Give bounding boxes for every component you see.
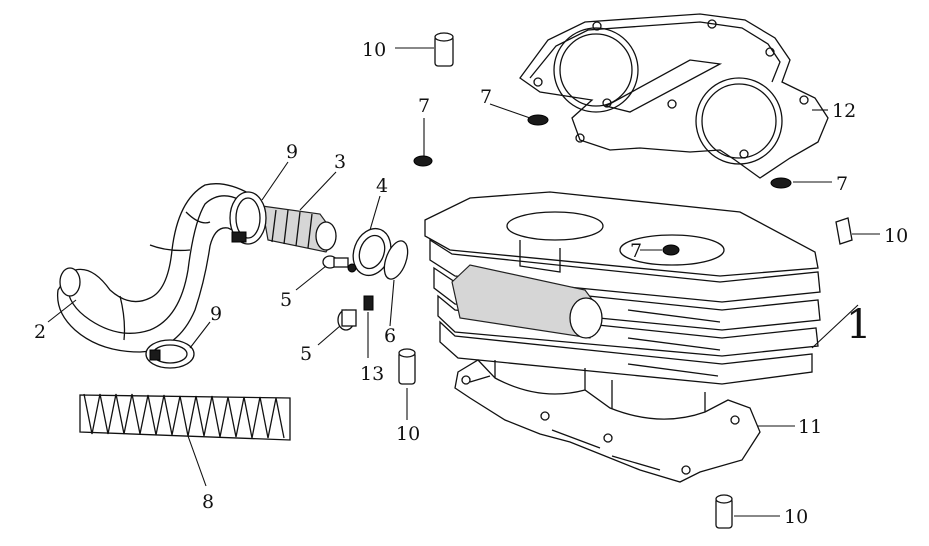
- head-gasket: [519, 13, 829, 179]
- label-9-upper: 9: [286, 141, 298, 163]
- washer-7-b: [413, 155, 433, 167]
- drain-plug-13: [363, 295, 374, 311]
- label-11: 11: [798, 416, 822, 438]
- part-labels: 10 7 7 12 7 10 7 1 11 10 10 4 3 9 5 5 13…: [34, 39, 908, 528]
- label-10-right: 10: [884, 225, 908, 247]
- label-6: 6: [384, 325, 396, 347]
- leader-lines: [47, 47, 880, 517]
- label-7-center: 7: [630, 240, 642, 262]
- hose-clamp-upper: [229, 191, 267, 245]
- label-12: 12: [832, 100, 856, 122]
- label-7-top-left: 7: [480, 86, 492, 108]
- bolt-5-upper: [322, 255, 357, 273]
- label-5-lower: 5: [300, 343, 312, 365]
- label-7-upper-middle: 7: [418, 95, 430, 117]
- coolant-hose: [56, 183, 256, 353]
- dowel-pin-middle: [398, 348, 416, 385]
- dowel-pin-right: [835, 217, 853, 245]
- dowel-pin-top: [434, 32, 454, 67]
- cylinder-block: [424, 191, 821, 422]
- label-9-lower: 9: [210, 303, 222, 325]
- washer-7-d: [662, 244, 680, 256]
- label-10-middle: 10: [396, 423, 420, 445]
- washer-7-a: [527, 114, 549, 126]
- label-7-right: 7: [836, 173, 848, 195]
- hose-clamp-lower: [145, 339, 195, 369]
- base-gasket: [454, 359, 761, 483]
- label-3: 3: [334, 151, 346, 173]
- label-5-upper: 5: [280, 289, 292, 311]
- label-13: 13: [360, 363, 384, 385]
- hose-fitting: [261, 205, 337, 253]
- label-4: 4: [376, 175, 388, 197]
- dowel-pin-bottom: [715, 494, 733, 529]
- label-8: 8: [202, 491, 214, 513]
- washer-7-c: [770, 177, 792, 189]
- coil-spring: [79, 393, 291, 441]
- o-ring: [352, 227, 409, 280]
- label-1: 1: [846, 302, 871, 348]
- bolt-5-lower: [337, 309, 357, 331]
- label-10-top: 10: [362, 39, 386, 61]
- label-2: 2: [34, 321, 46, 343]
- label-10-bottom: 10: [784, 506, 808, 528]
